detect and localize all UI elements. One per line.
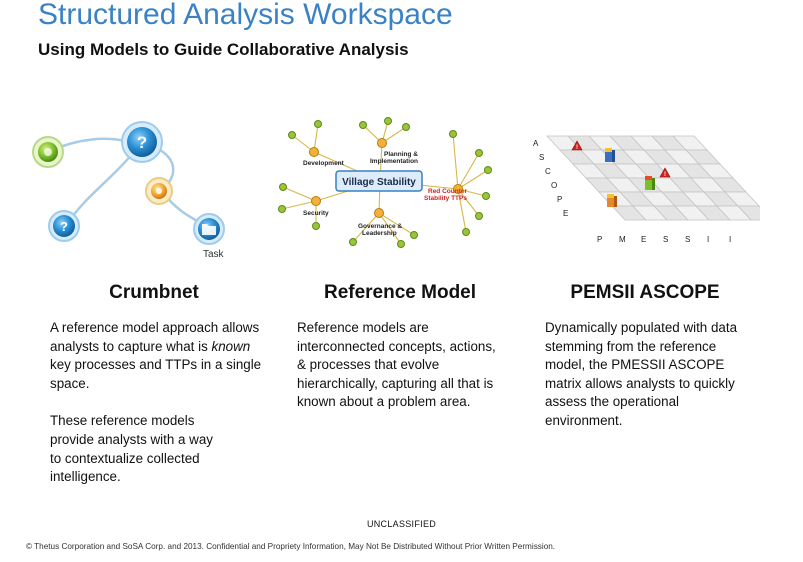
svg-text:!: ! [576,145,578,151]
classification-label: UNCLASSIFIED [366,519,437,529]
small-question-node-icon[interactable]: ? [48,210,80,242]
task-label: Task [203,249,225,260]
matrix-markers: ! ! [571,140,671,207]
pemsii-ascope-title: PEMSII ASCOPE [570,282,720,303]
matrix-row-label: P [557,195,562,204]
matrix-col-label: I [729,235,731,244]
copyright-notice: © Thetus Corporation and SoSA Corp. and … [26,542,556,551]
matrix-row-label: A [533,139,539,148]
security-label: Security [303,210,329,217]
matrix-col-label: P [597,235,602,244]
data-stack-icon[interactable] [645,176,655,190]
matrix-row-label: E [563,209,568,218]
hub-nodes [309,138,463,218]
matrix-cell[interactable] [737,205,760,221]
data-stack-icon[interactable] [605,148,615,162]
reference-model-graphic: Village Stability Development Planning &… [278,117,492,248]
orange-node-icon[interactable] [145,177,173,205]
planning-label: Planning & [384,151,418,158]
crumbnet-title: Crumbnet [109,282,199,303]
page-subtitle: Using Models to Guide Collaborative Anal… [38,40,409,59]
red-counter-label: Red Counter [428,188,467,195]
matrix-row-label: C [545,167,551,176]
crumbnet-description: A reference model approach allows analys… [50,319,262,487]
governance-label: Governance & [358,223,402,230]
svg-text:Village Stability: Village Stability [342,177,416,188]
svg-text:!: ! [664,172,666,178]
matrix-col-label: E [641,235,646,244]
reference-model-description: Reference models are interconnected conc… [297,320,496,410]
warning-icon[interactable]: ! [659,167,671,178]
svg-text:?: ? [137,133,147,152]
matrix-col-label: I [707,235,709,244]
warning-icon[interactable]: ! [571,140,583,151]
leaf-nodes [278,117,492,248]
crumbnet-paragraph-2: These reference models provide analysts … [50,413,213,485]
task-folder-icon[interactable] [193,213,225,245]
crumbnet-graphic: ? ? Task [32,121,225,260]
village-stability-node[interactable]: Village Stability [335,170,423,192]
stability-ttps-label: Stability TTPs [424,195,467,202]
development-label: Development [303,160,345,167]
implementation-label: Implementation [370,158,418,165]
question-node-icon[interactable]: ? [121,121,163,163]
crumbnet-paragraph-1: A reference model approach allows analys… [50,320,262,391]
matrix-row-label: S [539,153,544,162]
leadership-label: Leadership [362,230,397,237]
matrix-row-label: O [551,181,557,190]
svg-text:?: ? [60,219,68,234]
matrix-col-label: M [619,235,626,244]
reference-model-title: Reference Model [323,282,477,303]
page-title: Structured Analysis Workspace [38,0,453,31]
pemsii-description: Dynamically populated with data stemming… [545,320,738,428]
data-stack-icon[interactable] [607,194,617,207]
matrix-col-label: S [663,235,668,244]
green-node-icon[interactable] [32,136,64,168]
known-emphasis: known [211,338,251,354]
matrix-grid [546,135,760,221]
matrix-col-label: S [685,235,690,244]
